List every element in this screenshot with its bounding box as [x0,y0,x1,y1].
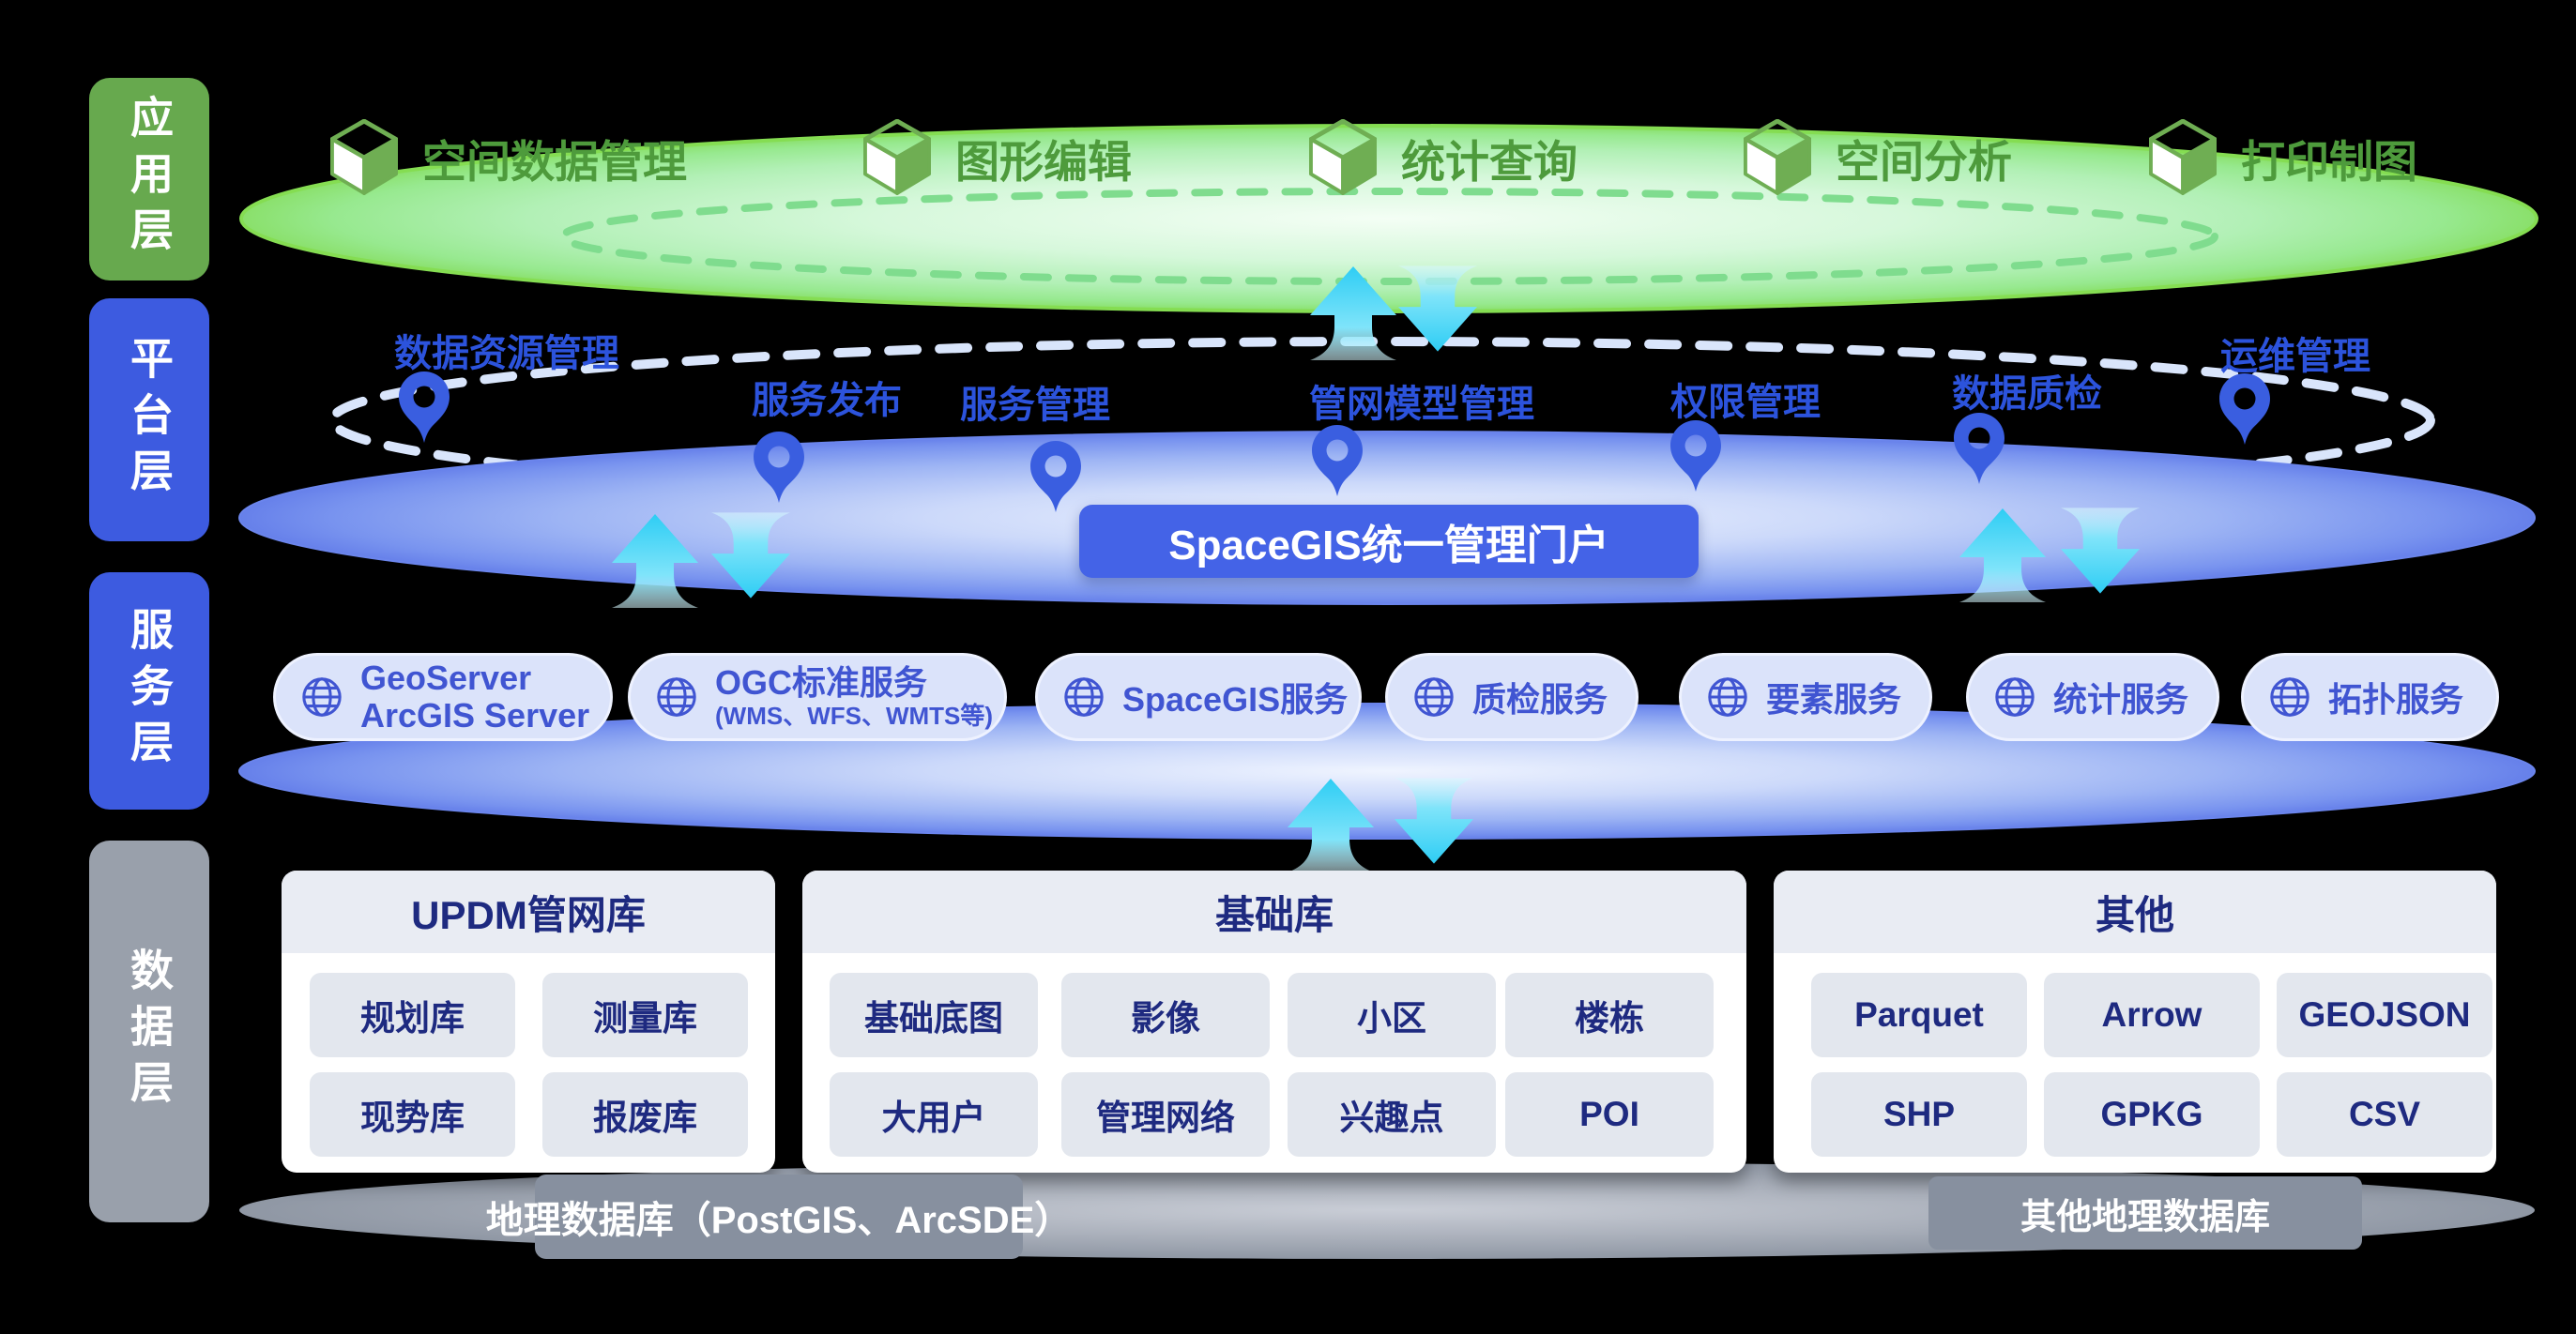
arrow-up-icon [612,514,698,608]
globe-icon [657,677,696,717]
data-card-title: UPDM管网库 [282,871,775,953]
map-pin-icon [1954,413,2004,484]
data-card-title: 其他 [1774,871,2496,953]
app-item-spatial-data-mgmt: 空间数据管理 [330,114,687,201]
arrow-up-icon [1310,266,1396,360]
data-tile: 小区 [1288,973,1496,1057]
platform-feature-label: 服务发布 [752,380,902,421]
map-pin-icon [1670,420,1721,492]
service-label: 统计服务 [2053,680,2189,719]
data-tile: 大用户 [830,1072,1038,1157]
arrow-up-icon [1288,779,1374,872]
globe-icon [1708,677,1747,717]
sidebar-layer-application: 应用层 [89,78,209,280]
platform-feature-label: 数据质检 [1952,373,2102,415]
arrow-down-icon [711,512,790,599]
platform-feature-label: 管网模型管理 [1309,384,1534,425]
map-pin-icon [2219,373,2270,445]
data-tile: CSV [2277,1072,2492,1157]
service-pill-feature: 要素服务 [1679,653,1932,741]
service-label: GeoServer [360,658,532,697]
service-sublabel: (WMS、WFS、WMTS等) [715,701,994,730]
data-card-title: 基础库 [802,871,1746,953]
app-item-spatial-analysis: 空间分析 [1744,114,2012,201]
service-pill-ogc: OGC标准服务 (WMS、WFS、WMTS等) [628,653,1007,741]
data-tile: 测量库 [542,973,748,1057]
globe-icon [1064,677,1104,717]
data-tile: 报废库 [542,1072,748,1157]
data-tile: Arrow [2044,973,2260,1057]
platform-feature-label: 服务管理 [960,385,1110,426]
data-tile: 楼栋 [1505,973,1714,1057]
app-item-print-mapping: 打印制图 [2149,114,2417,201]
cube-icon [330,119,398,196]
data-tile: GEOJSON [2277,973,2492,1057]
app-item-label: 打印制图 [2241,136,2417,187]
cube-icon [1744,119,1811,196]
app-item-label: 图形编辑 [955,136,1132,187]
service-pill-topology: 拓扑服务 [2241,653,2499,741]
data-tile: 基础底图 [830,973,1038,1057]
platform-dashed-ellipse [328,337,2435,504]
app-item-label: 统计查询 [1401,136,1578,187]
arrow-down-icon [1395,778,1473,864]
platform-feature-label: 权限管理 [1670,382,1821,423]
data-card-other: 其他 Parquet Arrow GEOJSON SHP GPKG CSV [1774,871,2496,1173]
map-pin-icon [399,371,450,443]
globe-icon [2270,677,2309,717]
app-item-label: 空间数据管理 [422,136,687,187]
cube-icon [2149,119,2217,196]
data-tile: SHP [1811,1072,2027,1157]
service-label: 要素服务 [1766,680,1902,719]
globe-icon [1414,677,1454,717]
app-item-label: 空间分析 [1836,136,2012,187]
data-tile: 管理网络 [1061,1072,1270,1157]
data-tile: 规划库 [310,973,515,1057]
application-inner-dashed-ellipse [559,188,2218,285]
app-item-statistics-query: 统计查询 [1309,114,1578,201]
geodatabase-button: 地理数据库（PostGIS、ArcSDE） [486,1175,1072,1259]
service-label: OGC标准服务 [715,663,928,703]
platform-feature-label: 运维管理 [2220,336,2370,377]
map-pin-icon [754,432,804,503]
app-item-graphic-edit: 图形编辑 [863,114,1132,201]
data-card-updm: UPDM管网库 规划库 测量库 现势库 报废库 [282,871,775,1173]
sidebar-layer-data: 数据层 [89,841,209,1222]
platform-feature-label: 数据资源管理 [394,333,619,374]
sidebar-layer-platform: 平台层 [89,298,209,541]
arrow-up-icon [1959,508,2046,602]
data-tile: 现势库 [310,1072,515,1157]
cube-icon [863,119,931,196]
service-label: ArcGIS Server [360,696,590,735]
data-tile: 兴趣点 [1288,1072,1496,1157]
cube-icon [1309,119,1377,196]
spacegis-portal-button: SpaceGIS统一管理门户 [1079,505,1699,578]
service-pill-quality-check: 质检服务 [1385,653,1639,741]
service-label: 质检服务 [1472,680,1608,719]
data-tile: 影像 [1061,973,1270,1057]
sidebar-layer-service: 服务层 [89,572,209,810]
other-geodatabase-button: 其他地理数据库 [1928,1176,2362,1250]
service-label: SpaceGIS服务 [1122,680,1349,719]
globe-icon [1995,677,2035,717]
service-label: 拓扑服务 [2328,680,2464,719]
data-card-basic: 基础库 基础底图 影像 小区 楼栋 大用户 管理网络 兴趣点 POI [802,871,1746,1173]
service-pill-geoserver-arcgis: GeoServer ArcGIS Server [273,653,613,741]
arrow-down-icon [1398,265,1477,352]
globe-icon [302,677,342,717]
data-tile: Parquet [1811,973,2027,1057]
data-tile: POI [1505,1072,1714,1157]
arrow-down-icon [2061,508,2140,594]
service-pill-statistics: 统计服务 [1966,653,2219,741]
service-pill-spacegis: SpaceGIS服务 [1035,653,1362,741]
data-tile: GPKG [2044,1072,2260,1157]
map-pin-icon [1030,441,1081,512]
map-pin-icon [1312,425,1363,496]
